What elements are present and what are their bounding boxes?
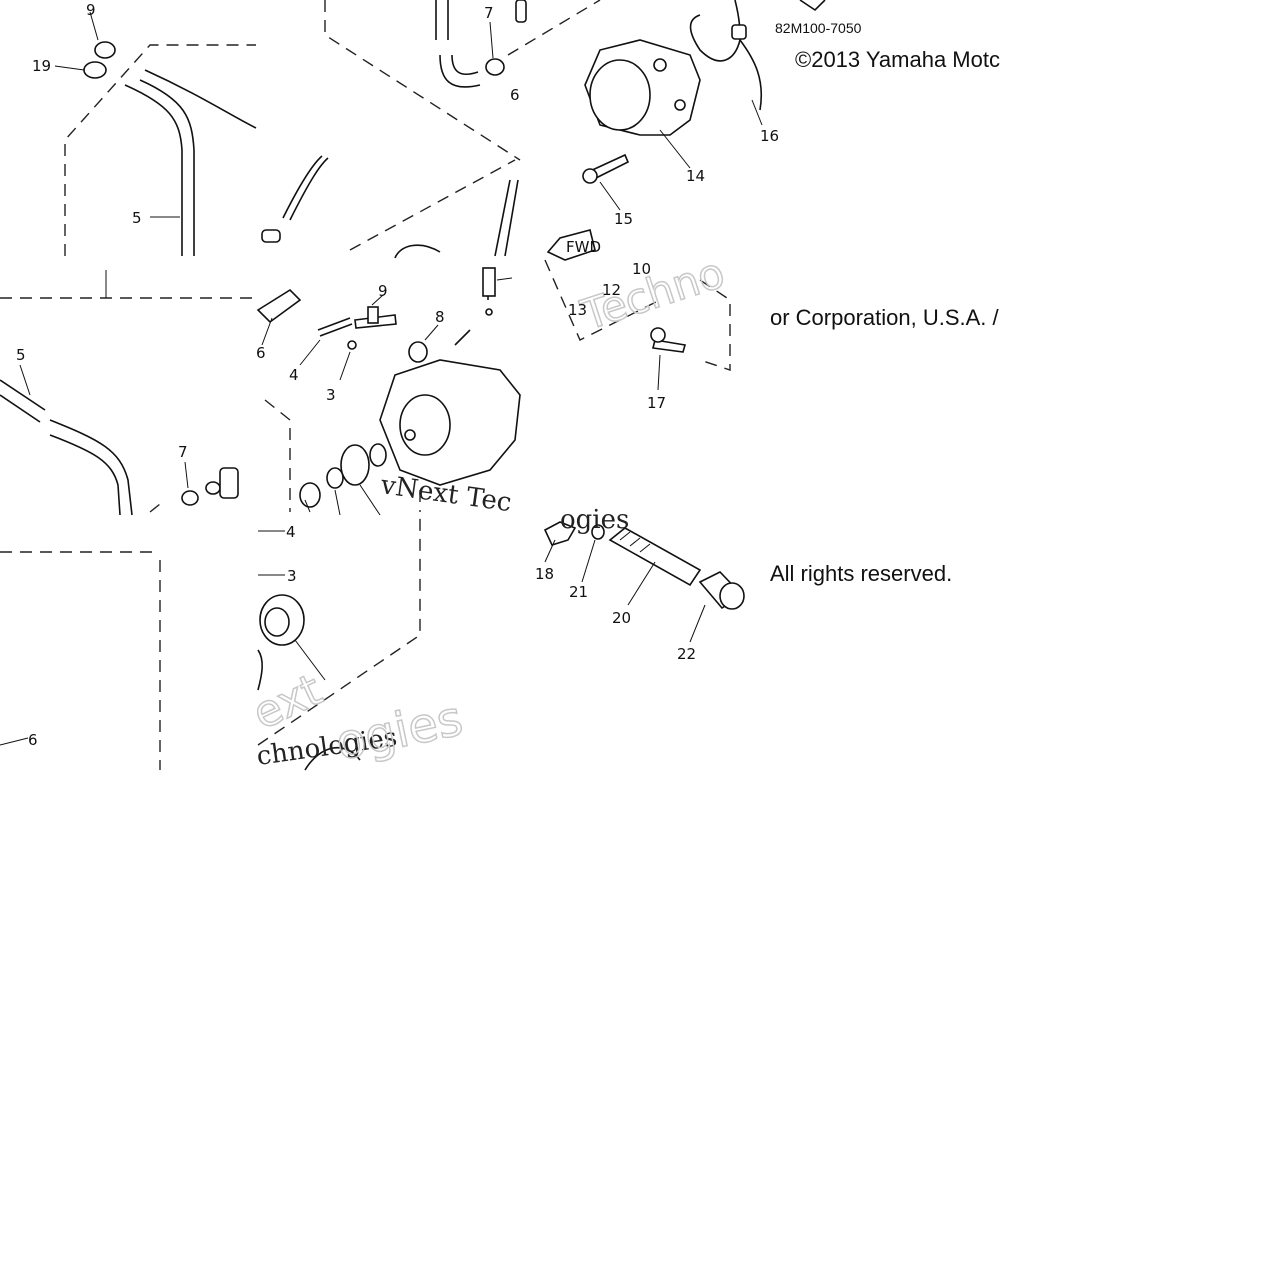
diagram-tile-top-right: FWD — [544, 0, 826, 391]
callout-label: 17 — [647, 394, 666, 412]
callout-label: 4 — [286, 523, 296, 541]
callout-label: 16 — [760, 127, 779, 145]
bolt-part-17 — [650, 327, 687, 353]
callout-label: 9 — [86, 1, 96, 19]
bolt-part-15 — [582, 153, 630, 184]
callout-label: 6 — [28, 731, 38, 749]
callout-label: 10 — [632, 260, 651, 278]
callout-label: 12 — [602, 281, 621, 299]
callout-label: 5 — [132, 209, 142, 227]
callout-label: 9 — [378, 282, 388, 300]
copyright-line-3: All rights reserved. — [770, 561, 952, 586]
diagram-tile-top-middle — [261, 0, 601, 259]
copyright-line-1: ©2013 Yamaha Motc — [795, 47, 1000, 72]
diagram-tile-bottom-center — [257, 512, 421, 771]
diagram-tile-middle-left — [0, 270, 256, 516]
callout-label: 20 — [612, 609, 631, 627]
callout-label: 13 — [568, 301, 587, 319]
pump-cover-part-14 — [584, 39, 701, 136]
hose-clamp — [83, 41, 116, 79]
callout-label: 5 — [16, 346, 26, 364]
callout-label: 3 — [287, 567, 297, 585]
watermark-text: Techno — [575, 248, 730, 340]
callout-label: 18 — [535, 565, 554, 583]
callout-label: 7 — [484, 4, 494, 22]
callout-label: 21 — [569, 583, 588, 601]
diagram-tile-bottom-left — [0, 551, 161, 770]
fwd-label: FWD — [566, 238, 601, 256]
callout-label: 3 — [326, 386, 336, 404]
diagram-tile-center — [256, 267, 521, 516]
callout-label: 4 — [289, 366, 299, 384]
cap-part-22 — [698, 571, 745, 610]
callout-label: 6 — [256, 344, 266, 362]
fwd-decal-part-13: FWD — [546, 229, 601, 261]
callout-label: 22 — [677, 645, 696, 663]
callout-label: 7 — [178, 443, 188, 461]
part-code: 82M100-7050 — [775, 20, 862, 36]
diagram-tile-middle-right — [543, 521, 745, 643]
callout-label: 14 — [686, 167, 705, 185]
shaft-part-20 — [608, 527, 702, 587]
copyright-line-2: or Corporation, U.S.A. / — [770, 305, 1000, 330]
diagram-tile-top-left — [54, 11, 257, 256]
seal-ring — [259, 594, 305, 646]
callout-label: 6 — [510, 86, 520, 104]
watermark-text: ext — [245, 664, 330, 740]
callout-label: 15 — [614, 210, 633, 228]
pump-body — [379, 329, 521, 486]
fitting-part-7 — [181, 467, 239, 506]
watermark-text: ogies — [331, 690, 468, 771]
callout-label: 8 — [435, 308, 445, 326]
callout-label: 19 — [32, 57, 51, 75]
watermark-text: ogies — [560, 505, 629, 535]
